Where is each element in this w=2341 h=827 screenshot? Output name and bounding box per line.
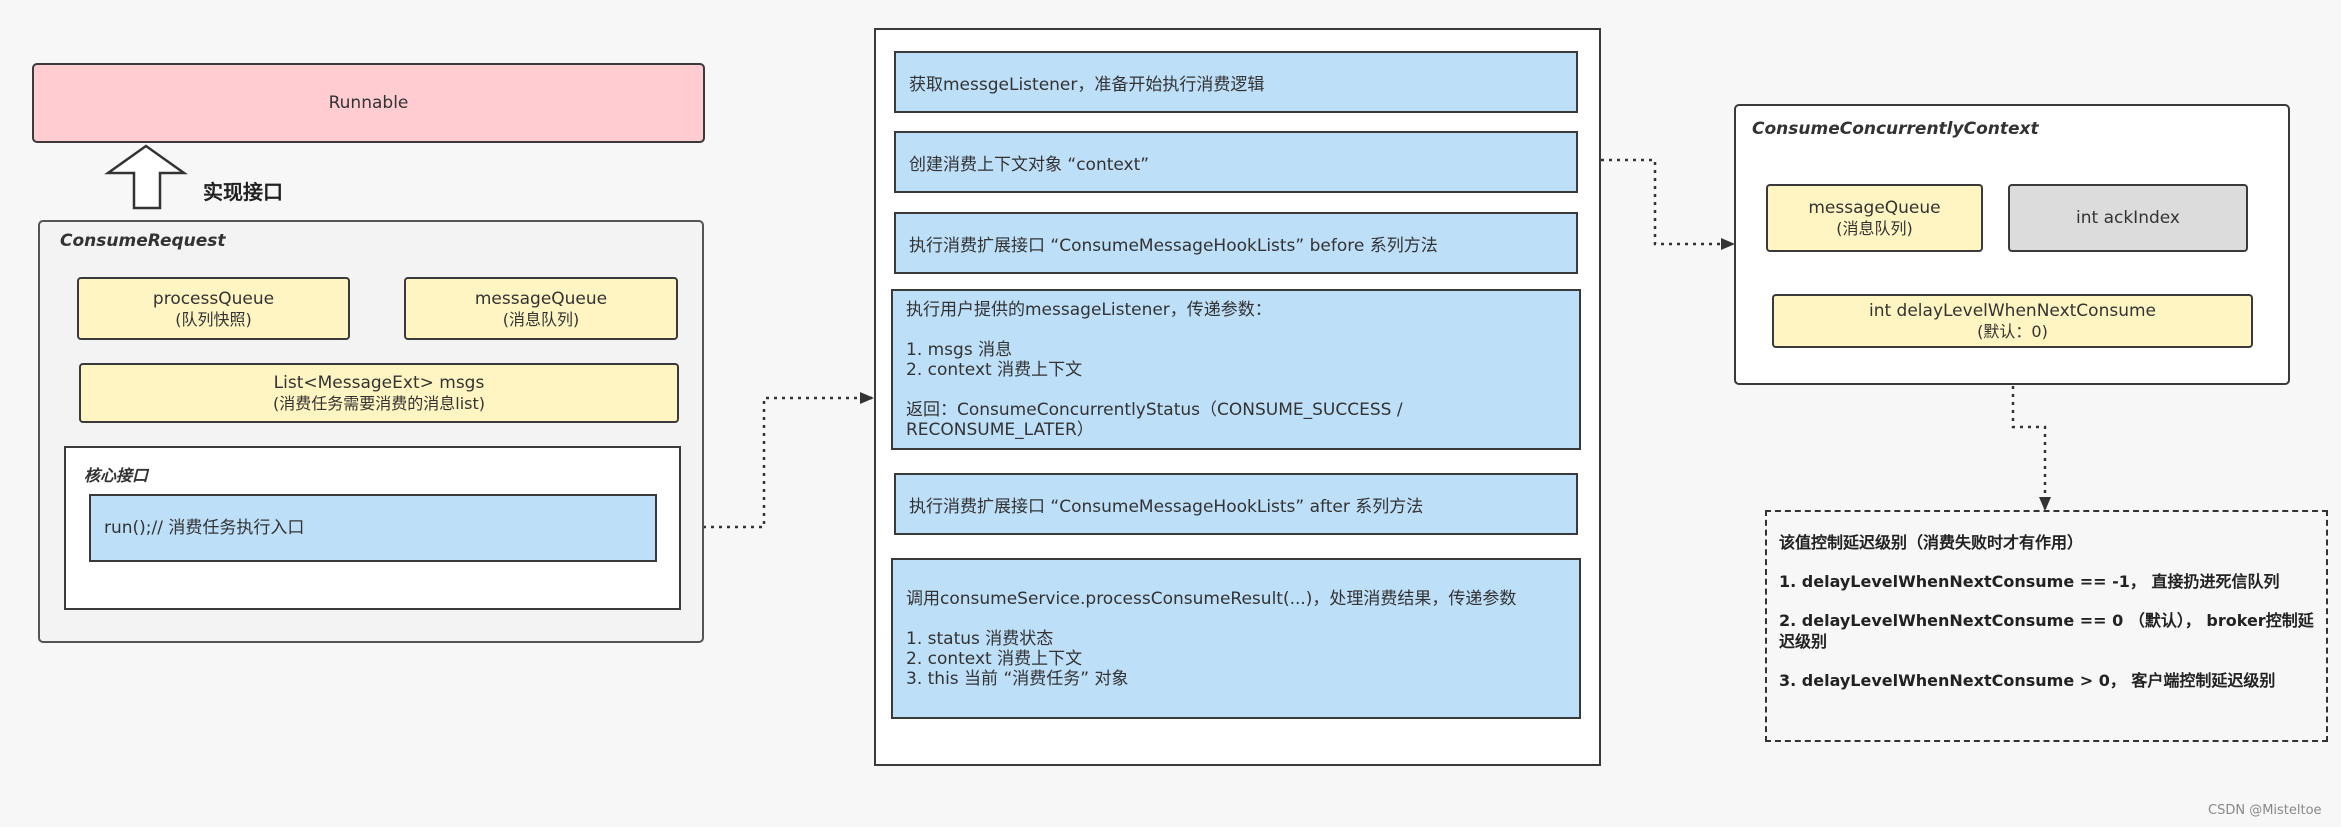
note-item-3: 3. delayLevelWhenNextConsume > 0， 客户端控制延… (1779, 671, 2276, 690)
step-get-listener: 获取messgeListener，准备开始执行消费逻辑 (894, 51, 1578, 113)
ack-index-label: int ackIndex (2076, 208, 2180, 228)
step-hook-after-text: 执行消费扩展接口 “ConsumeMessageHookLists” after… (909, 496, 1424, 517)
context-message-queue-desc: (消息队列) (1836, 219, 1913, 238)
consume-request-panel: ConsumeRequest processQueue (队列快照) messa… (38, 220, 704, 643)
run-method-box: run();// 消费任务执行入口 (89, 494, 657, 562)
core-interface-box: 核心接口 run();// 消费任务执行入口 (64, 446, 681, 610)
implements-label: 实现接口 (203, 180, 283, 204)
process-queue-box: processQueue (队列快照) (77, 277, 350, 340)
msgs-desc: (消费任务需要消费的消息list) (273, 394, 485, 413)
message-queue-desc: (消息队列) (502, 309, 580, 329)
delay-level-box: int delayLevelWhenNextConsume (默认：0) (1772, 294, 2253, 348)
delay-level-desc: (默认：0) (1977, 322, 2048, 341)
context-panel: ConsumeConcurrentlyContext messageQueue … (1734, 104, 2290, 385)
step-hook-before: 执行消费扩展接口 “ConsumeMessageHookLists” befor… (894, 212, 1578, 274)
msgs-box: List<MessageExt> msgs (消费任务需要消费的消息list) (79, 363, 679, 423)
context-message-queue-name: messageQueue (1808, 198, 1941, 218)
step-create-context-text: 创建消费上下文对象 “context” (909, 154, 1150, 175)
step-get-listener-text: 获取messgeListener，准备开始执行消费逻辑 (909, 74, 1265, 95)
process-queue-name: processQueue (152, 288, 275, 309)
note-title: 该值控制延迟级别（消费失败时才有作用） (1779, 533, 2084, 552)
context-title: ConsumeConcurrentlyContext (1752, 119, 2039, 139)
step-process-result: 调用consumeService.processConsumeResult(..… (891, 558, 1581, 719)
context-message-queue-box: messageQueue (消息队列) (1766, 184, 1983, 252)
core-interface-title: 核心接口 (84, 466, 149, 485)
note-item-2: 2. delayLevelWhenNextConsume == 0 （默认）， … (1779, 611, 2314, 651)
step-create-context: 创建消费上下文对象 “context” (894, 131, 1578, 193)
msgs-name: List<MessageExt> msgs (273, 373, 485, 393)
message-queue-name: messageQueue (474, 288, 608, 309)
run-method-label: run();// 消费任务执行入口 (104, 518, 305, 538)
process-queue-desc: (队列快照) (175, 309, 252, 329)
consume-flow-panel: 获取messgeListener，准备开始执行消费逻辑 创建消费上下文对象 “c… (874, 28, 1601, 766)
step-hook-before-text: 执行消费扩展接口 “ConsumeMessageHookLists” befor… (909, 235, 1438, 256)
watermark: CSDN @Misteltoe (2208, 803, 2322, 818)
delay-level-name: int delayLevelWhenNextConsume (1868, 301, 2156, 321)
runnable-label: Runnable (328, 93, 409, 113)
consume-request-title: ConsumeRequest (60, 231, 226, 251)
delay-level-note: 该值控制延迟级别（消费失败时才有作用） 1. delayLevelWhenNex… (1765, 510, 2328, 742)
ack-index-box: int ackIndex (2008, 184, 2248, 252)
note-item-1: 1. delayLevelWhenNextConsume == -1， 直接扔进… (1779, 572, 2280, 591)
step-process-result-text: 调用consumeService.processConsumeResult(..… (906, 588, 1517, 689)
step-hook-after: 执行消费扩展接口 “ConsumeMessageHookLists” after… (894, 473, 1578, 535)
step-call-listener: 执行用户提供的messageListener，传递参数： 1. msgs 消息 … (891, 289, 1581, 450)
step-call-listener-text: 执行用户提供的messageListener，传递参数： 1. msgs 消息 … (906, 299, 1403, 440)
runnable-box: Runnable (32, 63, 705, 143)
message-queue-box: messageQueue (消息队列) (404, 277, 678, 340)
